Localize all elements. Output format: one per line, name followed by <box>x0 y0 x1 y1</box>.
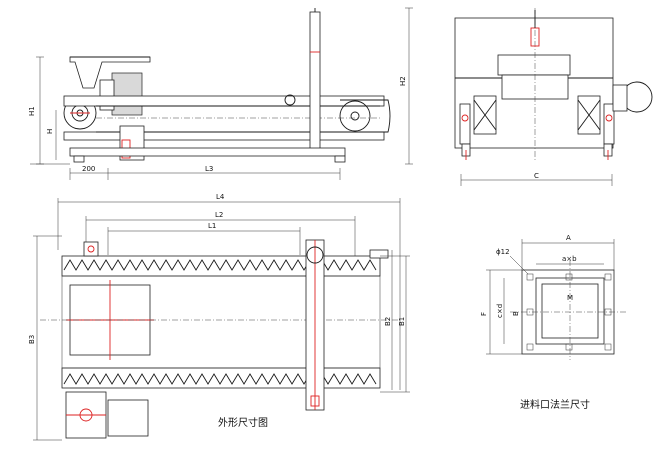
dim-b1: B1 <box>398 317 406 326</box>
dim-l4: L4 <box>216 193 225 201</box>
dim-axb: a×b <box>562 255 577 263</box>
dim-l3-side: L3 <box>205 165 213 173</box>
end-view: C <box>454 8 653 186</box>
dim-h1: H1 <box>28 106 36 116</box>
dim-h: H <box>46 129 54 134</box>
dim-cxd: c×d <box>496 304 504 318</box>
dim-b2: B2 <box>384 317 392 326</box>
dim-a: A <box>566 234 571 242</box>
dim-l2: L2 <box>215 211 223 219</box>
dim-m: M <box>567 294 573 302</box>
flange-view: A a×b F c×d B M ϕ12 进料口法兰尺寸 <box>480 234 628 411</box>
dim-l1: L1 <box>208 222 216 230</box>
dim-h2: H2 <box>399 76 407 86</box>
dim-b: B <box>512 311 520 316</box>
dim-phi12: ϕ12 <box>496 248 510 256</box>
dim-b3: B3 <box>28 335 36 344</box>
outline-caption: 外形尺寸图 <box>218 416 268 429</box>
side-view: H1 H H2 200 L3 <box>28 7 413 180</box>
dim-f: F <box>480 312 488 316</box>
dim-c: C <box>534 172 539 180</box>
dim-200: 200 <box>82 165 95 173</box>
plan-view: L4 L2 L1 <box>28 193 410 441</box>
flange-caption: 进料口法兰尺寸 <box>520 398 590 411</box>
